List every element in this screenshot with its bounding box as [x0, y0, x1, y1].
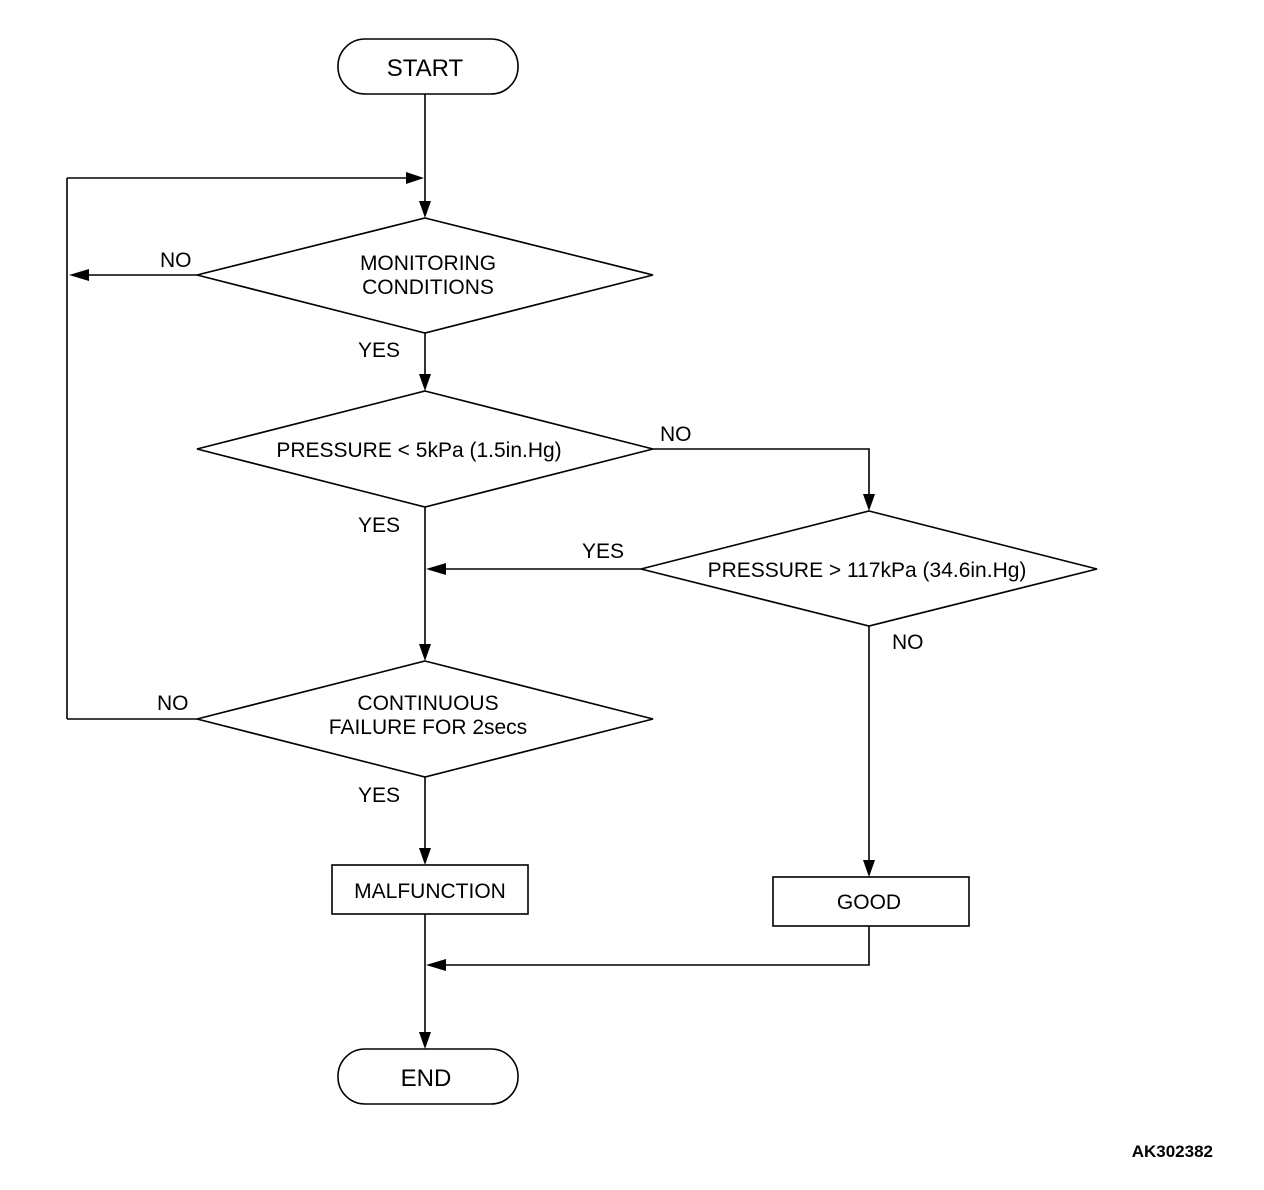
process-malfunction — [331, 864, 529, 915]
end-label: END — [401, 1065, 452, 1092]
monitoring-line1: MONITORING — [360, 252, 496, 275]
start-terminal — [337, 38, 519, 95]
continuous-line1: CONTINUOUS — [357, 692, 498, 715]
low-pressure-no-label: NO — [660, 423, 692, 446]
monitoring-line2: CONDITIONS — [362, 276, 494, 299]
monitoring-yes-label: YES — [358, 339, 400, 362]
arrow-loop-back-top — [406, 172, 424, 184]
connector-low-pressure-no — [653, 448, 870, 498]
process-good — [772, 876, 970, 927]
figure-code: AK302382 — [1132, 1142, 1213, 1161]
start-label: START — [387, 55, 464, 82]
arrow-monitoring-no — [69, 269, 89, 281]
arrow-good-merge — [426, 959, 446, 971]
arrow-into-continuous — [419, 644, 431, 661]
high-pressure-no-label: NO — [892, 631, 924, 654]
arrow-into-high-pressure — [863, 494, 875, 511]
end-terminal — [337, 1048, 519, 1105]
continuous-no-label: NO — [157, 692, 189, 715]
low-pressure-yes-label: YES — [358, 514, 400, 537]
high-pressure-text: PRESSURE > 117kPa (34.6in.Hg) — [708, 559, 1027, 582]
good-label: GOOD — [837, 891, 901, 914]
arrow-into-monitoring — [419, 201, 431, 218]
arrow-into-good — [863, 860, 875, 877]
arrow-into-low-pressure — [419, 374, 431, 391]
continuous-line2: FAILURE FOR 2secs — [329, 716, 527, 739]
arrow-into-end — [419, 1032, 431, 1049]
high-pressure-yes-label: YES — [582, 540, 624, 563]
connector-good-to-end — [442, 926, 870, 966]
continuous-yes-label: YES — [358, 784, 400, 807]
low-pressure-text: PRESSURE < 5kPa (1.5in.Hg) — [276, 439, 561, 462]
malfunction-label: MALFUNCTION — [354, 880, 506, 903]
arrow-into-malfunction — [419, 848, 431, 865]
monitoring-no-label: NO — [160, 249, 192, 272]
arrow-high-pressure-yes — [426, 563, 446, 575]
